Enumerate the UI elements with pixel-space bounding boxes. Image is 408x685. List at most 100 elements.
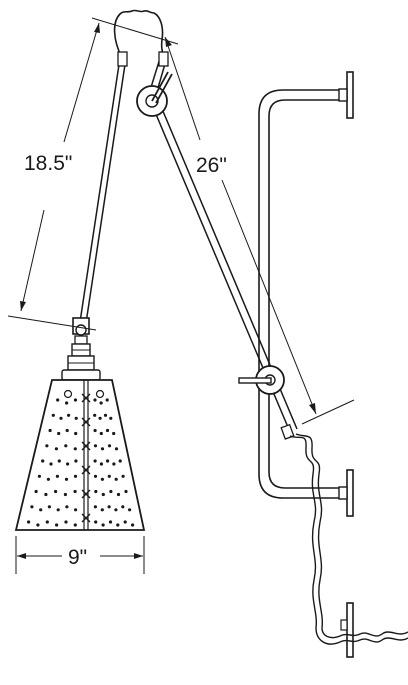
shade-perforation-dot <box>65 401 69 405</box>
shade-perforation-dot <box>105 398 109 402</box>
shade-perforation-dot <box>107 474 111 478</box>
shade-perforation-dot <box>55 474 60 478</box>
shade-perforation-dot <box>116 492 121 497</box>
shade-perforation-dot <box>46 477 51 481</box>
shade-perforation-dot <box>100 447 105 451</box>
shade-perforation-dot <box>106 459 110 463</box>
dimension-upper-arm: 18.5" <box>7 17 179 331</box>
seam-stitch <box>81 489 91 499</box>
shade-perforation-dot <box>98 416 102 420</box>
shade-perforation-dot <box>107 505 111 509</box>
wall-pivot-knob <box>238 365 285 395</box>
shade-perforation-dot <box>94 520 98 524</box>
shade-perforation-dot <box>64 520 68 524</box>
shade-perforation-dot <box>123 520 127 524</box>
shade-perforation-dot <box>108 520 113 524</box>
seam-stitch <box>81 393 91 403</box>
seam-stitch <box>81 513 91 523</box>
shade-perforation-dot <box>109 416 113 420</box>
shade-knuckle <box>72 317 90 345</box>
shade-perforation-dot <box>93 505 97 509</box>
shade-perforation-dot <box>73 523 77 527</box>
shade-perforation-dot <box>41 459 45 463</box>
shade-perforation-dot <box>93 459 97 463</box>
shade-perforation-dot <box>112 431 116 436</box>
shade-perforation-dot <box>100 477 104 481</box>
shade-perforation-dot <box>64 477 69 481</box>
shade-perforation-dot <box>73 398 78 402</box>
shade-perforation-dot <box>65 428 69 433</box>
shade-perforation-dot <box>73 474 78 478</box>
shade-perforation-dot <box>103 413 108 417</box>
shade-perforation-dot <box>73 447 77 451</box>
top-handle-loop <box>113 9 169 67</box>
shade-perforation-dot <box>93 444 98 448</box>
shade-perforation-dot <box>63 492 67 497</box>
shade-perforation-dot <box>116 523 120 527</box>
top-wall-backplate <box>338 71 354 119</box>
shade-perforation-dot <box>51 413 55 417</box>
shade-perforation-dot <box>48 428 52 433</box>
shade-perforation-dot <box>112 462 116 466</box>
shade-perforation-dot <box>114 447 119 451</box>
shade-perforation-dot <box>49 462 53 466</box>
seam-stitch <box>81 465 91 475</box>
shade-perforation-dot <box>99 401 103 405</box>
seam-stitch <box>81 441 91 451</box>
shade-perforation-dot <box>56 508 60 512</box>
shade-perforation-dot <box>100 508 104 512</box>
shade-perforation-dot <box>107 444 112 448</box>
shade-perforation-dot <box>45 520 49 524</box>
shade-perforation-dot <box>101 492 105 497</box>
perforated-cone-shade <box>14 379 146 531</box>
shade-seam-stitches <box>81 393 91 523</box>
seam-stitch <box>81 417 91 427</box>
shade-perforation-dot <box>64 444 68 448</box>
shade-perforation-dot <box>114 477 118 481</box>
dimension-lower-arm: 26" <box>164 36 355 425</box>
dimension-label-shade-width: 9" <box>68 546 87 569</box>
shade-perforation-dot <box>74 416 78 420</box>
shade-perforation-dot <box>44 492 48 497</box>
vertical-support-bar <box>258 89 339 499</box>
shade-perforation-dot <box>101 523 105 527</box>
dimension-shade-width: 9" <box>15 536 145 574</box>
shade-perforation-dot <box>128 508 132 512</box>
shade-perforation-dot <box>114 508 118 512</box>
shade-perforation-dot <box>57 431 61 436</box>
shade-perforation-dot <box>74 508 78 512</box>
shade-perforation-dot <box>105 428 110 433</box>
shade-perforation-dot <box>93 428 97 433</box>
shade-perforation-dot <box>93 398 97 402</box>
shade-perforation-dot <box>121 505 125 509</box>
shade-perforation-dot <box>37 474 42 478</box>
shade-perforation-dot <box>94 489 98 494</box>
shade-perforation-dot <box>59 416 63 420</box>
arm-end-cap <box>280 423 295 440</box>
dimension-label-lower-arm: 26" <box>196 154 227 177</box>
shade-perforation-dot <box>131 523 135 527</box>
shade-perforation-dot <box>109 489 113 494</box>
shade-perforation-dot <box>66 462 70 466</box>
shade-perforations <box>27 398 135 527</box>
power-cord <box>289 433 408 645</box>
shade-perforation-dot <box>65 505 69 509</box>
shade-perforation-dot <box>57 459 61 463</box>
outlet-plate <box>340 602 354 658</box>
dimension-label-upper-arm: 18.5" <box>24 152 72 175</box>
top-pivot-knob <box>136 71 173 117</box>
shade-perforation-dot <box>74 431 78 436</box>
shade-perforation-dot <box>27 520 31 524</box>
shade-perforation-dot <box>124 489 128 494</box>
shade-perforation-dot <box>67 413 71 417</box>
shade-perforation-dot <box>121 474 125 478</box>
shade-perforation-dot <box>45 444 49 448</box>
shade-perforation-dot <box>47 505 52 509</box>
shade-perforation-dot <box>34 489 38 494</box>
shade-perforation-dot <box>55 523 59 527</box>
shade-perforation-dot <box>93 413 97 417</box>
shade-perforation-dot <box>39 508 43 512</box>
shade-perforation-dot <box>118 459 122 463</box>
shade-perforation-dot <box>99 431 103 436</box>
